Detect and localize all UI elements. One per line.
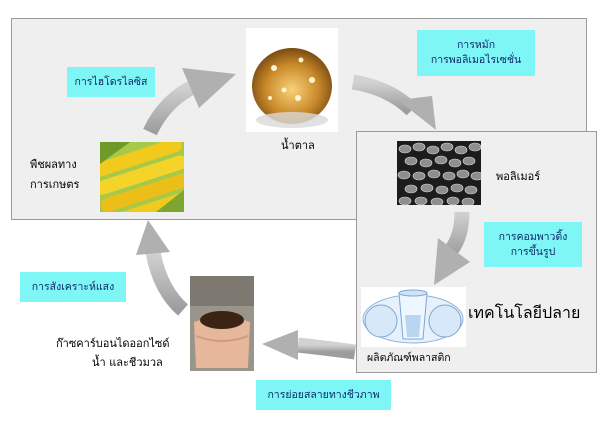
plastic-product-label: ผลิตภัณฑ์พลาสติก bbox=[367, 352, 451, 364]
crop-label-line2: การเกษตร bbox=[30, 178, 80, 191]
sugar-crystals-photo bbox=[246, 28, 338, 132]
polymer-pellets-photo bbox=[397, 141, 481, 205]
label-compounding-text: การคอมพาวดิ้ง bbox=[498, 230, 568, 243]
arrow-polymer-to-plastic bbox=[434, 211, 470, 285]
label-fermentation-text: การหมัก bbox=[456, 39, 496, 51]
downstream-tech-label: เทคโนโลยีปลาย bbox=[468, 303, 581, 322]
label-photosynthesis-text: การสังเคราะห์แสง bbox=[31, 280, 115, 293]
polymer-label: พอลิเมอร์ bbox=[496, 170, 541, 183]
label-hydrolysis: การไฮโดรไลซิส bbox=[67, 67, 155, 97]
arrow-crop-to-sugar bbox=[143, 68, 236, 136]
label-compounding-forming: การคอมพาวดิ้ง การขึ้นรูป bbox=[484, 222, 582, 267]
label-photosynthesis: การสังเคราะห์แสง bbox=[20, 272, 126, 302]
label-hydrolysis-text: การไฮโดรไลซิส bbox=[74, 75, 148, 88]
sugar-label: น้ำตาล bbox=[281, 139, 315, 152]
soil-in-hands-photo bbox=[190, 276, 254, 371]
arrow-soil-to-crop bbox=[136, 220, 189, 316]
label-polymerization-text: การพอลิเมอไรเซชั่น bbox=[430, 54, 522, 66]
clear-plastic-cups-photo bbox=[361, 287, 466, 347]
crop-label-line1: พืชผลทาง bbox=[30, 158, 77, 171]
label-biodegradation-text: การย่อยสลายทางชีวภาพ bbox=[267, 388, 380, 401]
gas-label-line1: ก๊าซคาร์บอนไดออกไซด์ bbox=[56, 337, 170, 350]
corn-cobs-photo bbox=[100, 142, 184, 212]
label-forming-text: การขึ้นรูป bbox=[510, 245, 556, 258]
gas-label-line2: น้ำ และชีวมวล bbox=[92, 356, 163, 369]
arrow-sugar-to-polymer bbox=[351, 74, 436, 130]
label-fermentation-polymerization: การหมัก การพอลิเมอไรเซชั่น bbox=[417, 30, 535, 76]
arrow-plastic-to-soil bbox=[262, 330, 356, 360]
label-biodegradation: การย่อยสลายทางชีวภาพ bbox=[256, 380, 391, 410]
